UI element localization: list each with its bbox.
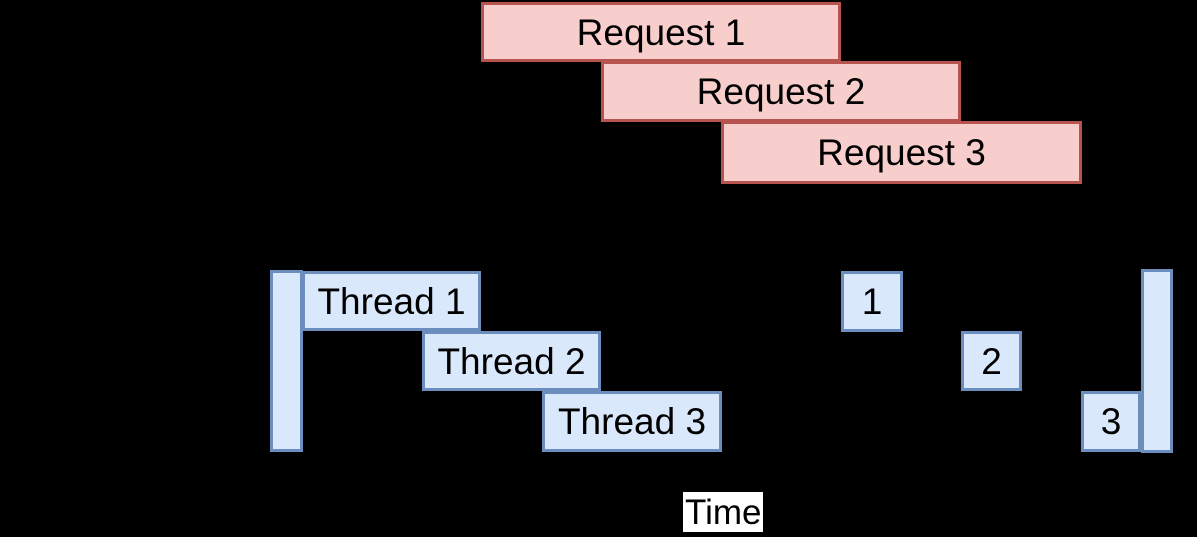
request-2-box: Request 2: [601, 61, 961, 122]
request-1-box: Request 1: [481, 2, 841, 62]
completion-1-box: 1: [841, 271, 903, 332]
completion-3-box: 3: [1081, 391, 1141, 452]
request-3-box: Request 3: [721, 121, 1082, 184]
thread-1-box: Thread 1: [302, 271, 481, 331]
thread-3-box: Thread 3: [542, 391, 722, 452]
left-vertical-bar: [270, 270, 303, 452]
completion-2-box: 2: [961, 331, 1022, 391]
time-axis-label: Time: [683, 492, 764, 532]
right-vertical-bar: [1141, 269, 1173, 453]
thread-2-box: Thread 2: [422, 331, 601, 391]
